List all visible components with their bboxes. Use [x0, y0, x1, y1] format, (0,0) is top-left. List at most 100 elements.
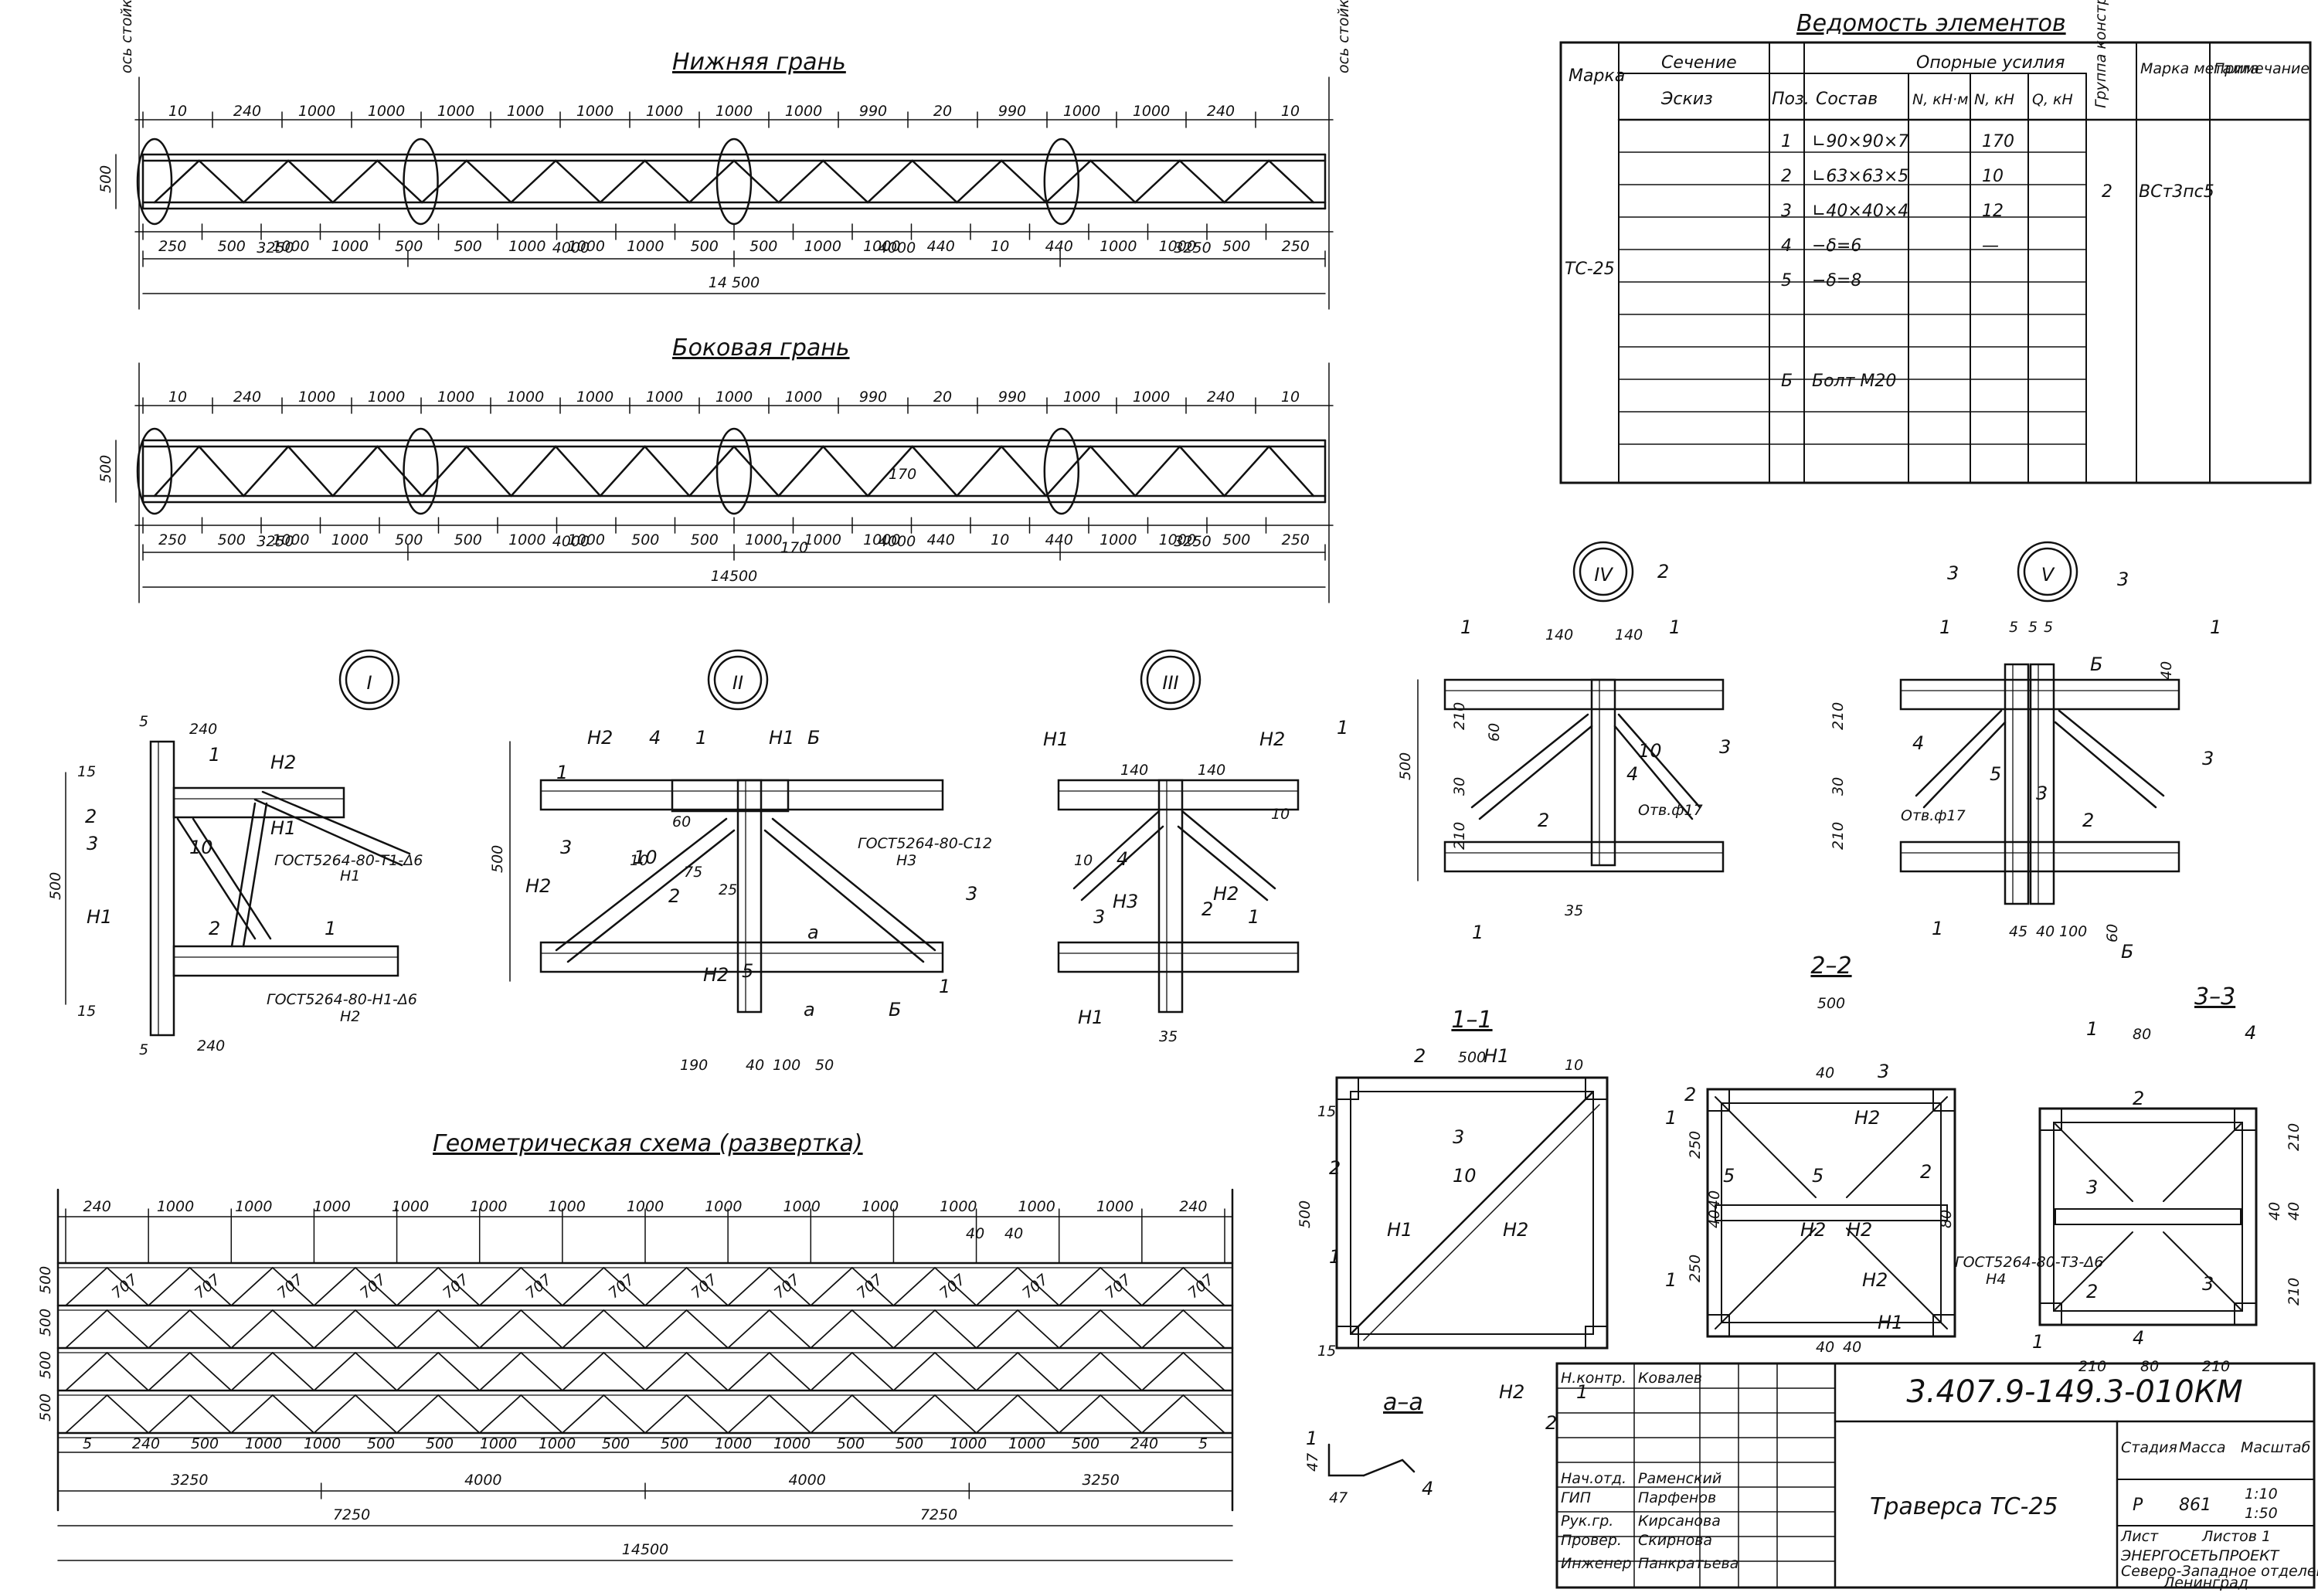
dim-bottom-19: 250 [1282, 531, 1310, 548]
sectionaa-title: а–а [1383, 1389, 1423, 1416]
node5-circle [2017, 541, 2078, 603]
truss-diagonal [287, 159, 335, 204]
section22-angle-3 [1932, 1314, 1956, 1337]
section11-dim-10: 10 [1565, 1057, 1583, 1074]
node5-post-b [2029, 663, 2055, 905]
stamp-sheet: Лист [2120, 1528, 2159, 1545]
row-height-1: 500 [37, 1309, 54, 1336]
section33-diag-c [2055, 1231, 2133, 1310]
spec-table-outline [1559, 41, 2312, 484]
section22-label-5: 2 [1920, 1161, 1932, 1183]
scheme-diagonal [603, 1309, 646, 1349]
dim-top-12: 990 [998, 103, 1026, 120]
node2-dim-10: 10 [630, 852, 648, 869]
scheme-bot-dim-7: 1000 [480, 1435, 517, 1452]
scheme-diagonal [520, 1309, 563, 1349]
truss-diagonal [1000, 159, 1048, 204]
spec-head-note: Примечание [2214, 60, 2310, 77]
stamp-role-2: ГИП [1561, 1489, 1591, 1506]
node4-circle-inner [1579, 547, 1628, 596]
truss-diagonal [1045, 159, 1092, 204]
node2-bot-chord [539, 941, 944, 973]
node4-diag-left [1470, 713, 1589, 809]
section11-dim-15a: 15 [1317, 1103, 1336, 1120]
stamp-sheets: Листов 1 [2201, 1528, 2271, 1545]
scheme-diagonal [1058, 1352, 1102, 1391]
node1-weld-note2: ГОСТ5264-80-Н1-Δ6 [267, 991, 417, 1008]
scheme-diagonal [1182, 1394, 1225, 1434]
dim-span-3: 3250 [1174, 239, 1211, 256]
section33-label-0: 1 [2086, 1018, 2098, 1040]
node1-label-7: 2 [209, 918, 220, 939]
scheme-diagonal [355, 1309, 398, 1349]
node4-label-2: 3 [1719, 736, 1731, 758]
node2-label-12: а [807, 922, 819, 943]
section33-dim-210a: 210 [2078, 1358, 2106, 1375]
stamp-name: Траверса ТС-25 [1870, 1493, 2058, 1520]
scheme-diagonal [1140, 1352, 1184, 1391]
truss-diagonal [510, 159, 557, 204]
node3-circle-inner [1146, 655, 1195, 705]
node5-dim-45: 45 [2009, 923, 2027, 940]
truss-diagonal [822, 445, 869, 497]
scheme-diagonal [810, 1267, 853, 1306]
scheme-diagonal [810, 1309, 853, 1349]
scheme-diagonal [1182, 1309, 1225, 1349]
scheme-diagonal [851, 1309, 895, 1349]
node2-label-13: а [804, 999, 815, 1020]
node5-circle-inner [2023, 547, 2072, 596]
spec-row-comp-0: ∟90×90×7 [1812, 132, 1908, 151]
section33-dim-40b: 40 [2286, 1202, 2303, 1221]
scheme-diagonal [106, 1309, 150, 1349]
scheme-bot-dim-9: 500 [602, 1435, 630, 1452]
section22-dim-40a: 40 [1816, 1065, 1834, 1082]
spec-steel-value: ВСт3пс5 [2139, 182, 2214, 202]
section22-diag-a [1715, 1096, 1817, 1198]
scheme-diagonal [892, 1267, 936, 1306]
truss-diagonal [1268, 445, 1315, 497]
scheme-half-1: 7250 [920, 1506, 957, 1523]
truss-diagonal [243, 159, 290, 204]
scheme-top-dim-13: 1000 [1096, 1198, 1134, 1215]
dim-bottom-1: 500 [218, 531, 246, 548]
section33-diag-b [2163, 1123, 2242, 1202]
scheme-diagonal [561, 1309, 605, 1349]
scheme-diagonal [65, 1267, 108, 1306]
scheme-diagonal [437, 1267, 481, 1306]
section22-label-10: Н2 [1862, 1269, 1888, 1291]
section33-label-1: 2 [2133, 1088, 2144, 1109]
dim-bottom-11: 1000 [804, 531, 841, 548]
section22-label-2: 3 [1878, 1061, 1889, 1082]
section11-inner [1350, 1091, 1594, 1335]
scheme-span-3: 3250 [1082, 1472, 1119, 1489]
dim-height-label: 500 [97, 455, 114, 483]
spec-row-comp-3: −δ=6 [1812, 236, 1861, 256]
scheme-diagonal [230, 1352, 274, 1391]
dim-top-3: 1000 [368, 389, 405, 406]
section22-diag-b [1846, 1096, 1948, 1198]
truss-diagonal [153, 445, 200, 497]
node1-diag-b [261, 790, 411, 855]
scheme-diagonal [230, 1394, 274, 1434]
scheme-diagonal [561, 1394, 605, 1434]
scheme-diagonal [685, 1267, 729, 1306]
scheme-diagonal [230, 1267, 274, 1306]
dim-bottom-15: 440 [1045, 531, 1073, 548]
node4-mark: IV [1594, 564, 1613, 586]
scheme-diagonal [1140, 1267, 1184, 1306]
scheme-diagonal [148, 1309, 191, 1349]
node5-label-0: 1 [1939, 616, 1951, 638]
section22-angle-2 [1707, 1314, 1730, 1337]
scheme-bot-dim-13: 500 [837, 1435, 865, 1452]
section33-label-6: 4 [2133, 1327, 2144, 1349]
diag-label-17: 707 [771, 1271, 804, 1302]
node2-circle [707, 649, 769, 711]
section22-diag-c [1715, 1228, 1817, 1329]
dim-top-9: 1000 [785, 389, 822, 406]
scheme-bot-dim-19: 5 [1198, 1435, 1208, 1452]
node2-diag-right-b [763, 829, 925, 963]
scheme-diagonal [975, 1394, 1019, 1434]
scheme-diagonal [975, 1352, 1019, 1391]
stamp-role-3: Рук.гр. [1561, 1513, 1613, 1530]
